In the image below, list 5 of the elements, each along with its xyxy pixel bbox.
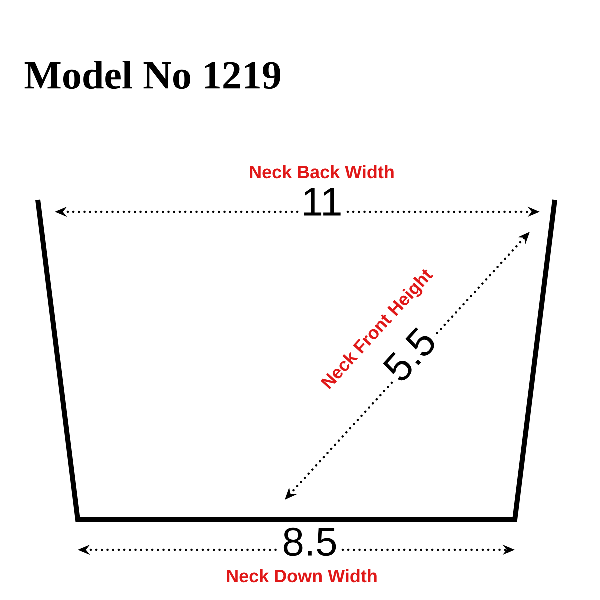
dimension-value: 11 [299, 186, 345, 218]
title: Model No 1219 [24, 60, 281, 90]
dimension-value: 8.5 [280, 526, 340, 558]
dimension-name: Neck Down Width [224, 567, 380, 585]
dimension-name: Neck Back Width [247, 163, 397, 181]
